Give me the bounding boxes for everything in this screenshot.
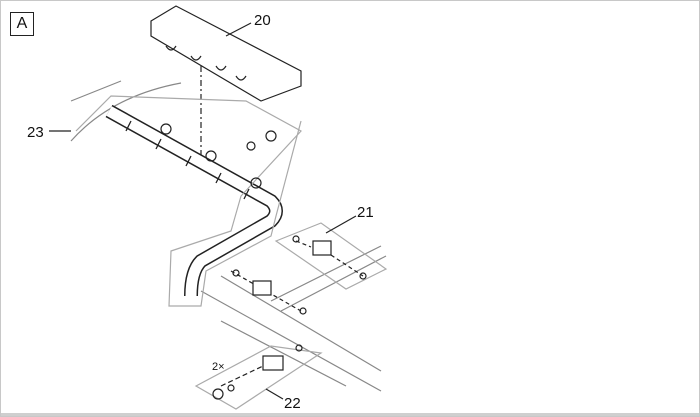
callout-23: 23	[27, 124, 44, 141]
callout-20: 20	[254, 12, 271, 29]
bracket-20	[150, 5, 302, 102]
bottom-border	[1, 413, 699, 416]
quantity-note: 2×	[212, 361, 225, 373]
panel-label: A	[10, 12, 34, 36]
callout-22: 22	[284, 395, 301, 412]
pipe-23	[105, 104, 283, 297]
callout-21: 21	[357, 204, 374, 221]
